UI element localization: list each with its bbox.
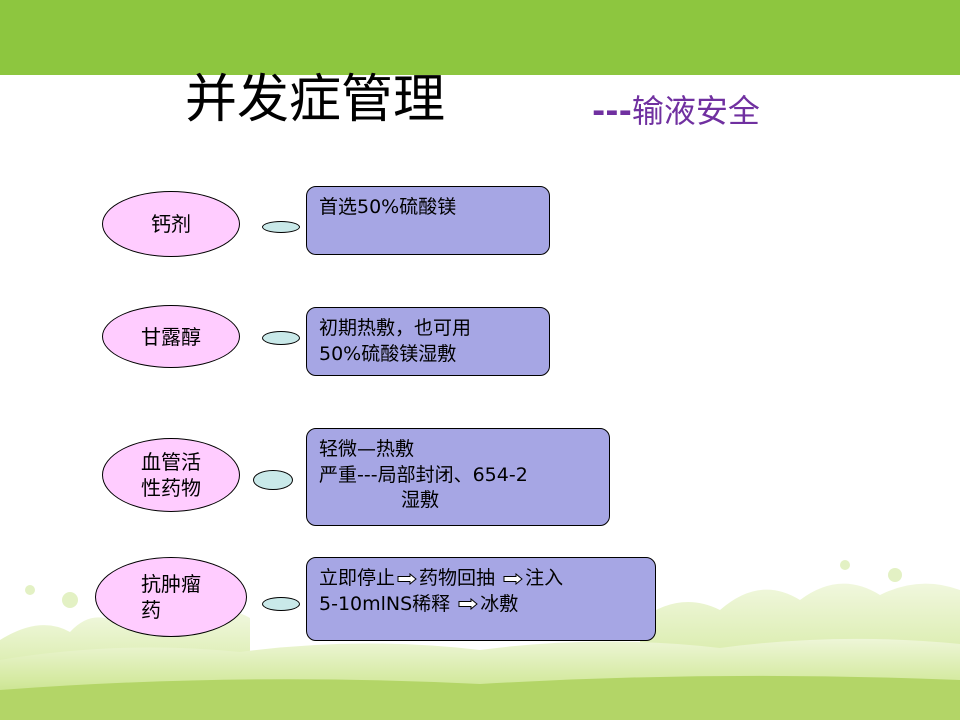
detail-box-calcium: 首选50%硫酸镁 <box>306 186 550 255</box>
category-label: 甘露醇 <box>141 324 201 349</box>
connector-oval <box>262 221 300 233</box>
detail-line: 5-10mlNS稀释 冰敷 <box>319 592 643 618</box>
detail-step: 药物回抽 <box>419 567 496 589</box>
connector-oval <box>262 331 300 345</box>
detail-step: 冰敷 <box>480 592 519 615</box>
category-label: 药 <box>141 598 161 622</box>
detail-step: 注入 <box>525 567 564 589</box>
right-arrow-icon <box>503 572 523 585</box>
connector-oval <box>262 597 300 611</box>
detail-step: 立即停止 <box>319 567 396 589</box>
detail-step: 5-10mlNS稀释 <box>319 592 451 615</box>
category-oval-mannitol: 甘露醇 <box>102 305 240 368</box>
detail-line: 50%硫酸镁湿敷 <box>319 342 457 365</box>
page-title: 并发症管理 <box>185 70 446 130</box>
detail-box-antitumor: 立即停止 药物回抽 注入 5-10mlNS稀释 冰敷 <box>306 557 656 641</box>
detail-box-mannitol: 初期热敷，也可用 50%硫酸镁湿敷 <box>306 307 550 376</box>
detail-line: 初期热敷，也可用 <box>319 317 472 339</box>
right-arrow-icon <box>397 572 417 585</box>
detail-line: 首选50%硫酸镁 <box>319 196 457 218</box>
category-oval-calcium: 钙剂 <box>102 191 240 257</box>
category-label: 性药物 <box>141 476 201 500</box>
category-label: 抗肿瘤 <box>141 572 201 596</box>
subtitle-dashes: --- <box>592 92 632 130</box>
category-label: 血管活 <box>141 450 201 474</box>
right-arrow-icon <box>458 598 479 611</box>
detail-line: 严重---局部封闭、654-2 <box>319 463 528 486</box>
category-label: 钙剂 <box>151 212 191 236</box>
category-oval-vasoactive: 血管活 性药物 <box>102 438 240 512</box>
connector-oval <box>253 470 293 490</box>
detail-line: 轻微—热敷 <box>319 438 415 460</box>
detail-line: 立即停止 药物回抽 注入 <box>319 566 643 592</box>
subtitle-text: 输液安全 <box>631 92 760 130</box>
top-banner <box>0 0 960 75</box>
page-subtitle: ---输液安全 <box>592 92 760 130</box>
category-oval-antitumor: 抗肿瘤 药 <box>95 557 247 637</box>
detail-box-vasoactive: 轻微—热敷 严重---局部封闭、654-2 湿敷 <box>306 428 610 526</box>
detail-line: 湿敷 <box>401 489 440 512</box>
